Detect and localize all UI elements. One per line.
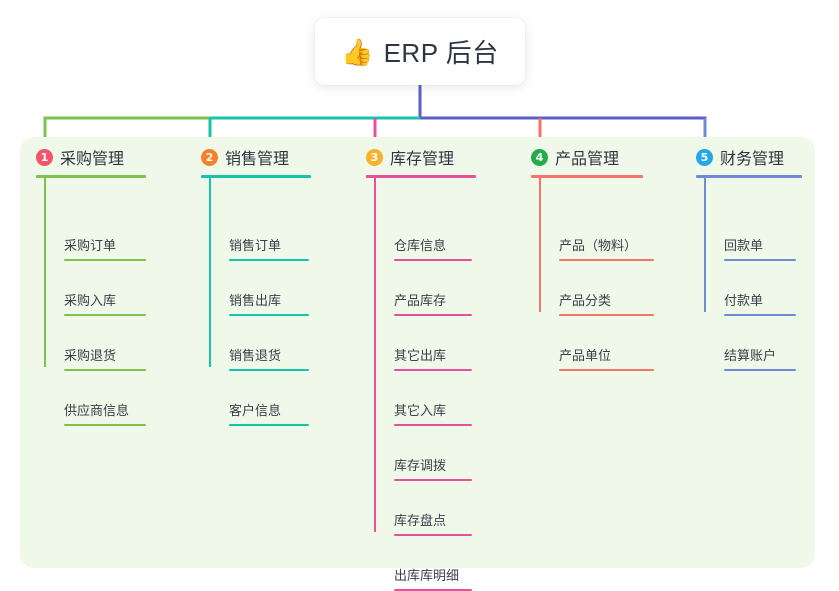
branch-item[interactable]: 回款单: [724, 238, 796, 261]
branch-item-label: 产品分类: [559, 293, 612, 308]
branch-item-label: 销售出库: [229, 293, 282, 308]
root-node-title: ERP 后台: [383, 38, 499, 68]
branch-item[interactable]: 销售退货: [229, 348, 309, 371]
branch-item-label: 出库库明细: [394, 568, 460, 583]
branch-item-label: 库存盘点: [394, 513, 447, 528]
branch-item-underline: [229, 424, 309, 426]
branch-item-label: 仓库信息: [394, 238, 447, 253]
branch-item-underline: [394, 479, 472, 481]
branch-title: 销售管理: [225, 151, 290, 168]
branch-item-underline: [394, 369, 472, 371]
branch-underline: [36, 175, 146, 178]
branch-spine: [44, 178, 46, 367]
branch-title: 产品管理: [555, 151, 620, 168]
branch-item[interactable]: 销售订单: [229, 238, 309, 261]
branch-header[interactable]: 5 财务管理: [696, 146, 802, 168]
branch-column-产品管理: 4 产品管理产品（物料） 产品分类产品单位: [531, 146, 654, 371]
branch-item[interactable]: 其它入库: [394, 403, 472, 426]
branch-item-label: 供应商信息: [64, 403, 130, 418]
branch-item-label: 库存调拨: [394, 458, 447, 473]
branch-item[interactable]: 仓库信息: [394, 238, 472, 261]
branch-underline: [696, 175, 802, 178]
branch-header[interactable]: 3 库存管理: [366, 146, 476, 168]
root-node-card[interactable]: 👍 ERP 后台: [315, 18, 525, 85]
branch-spine: [209, 178, 211, 367]
branch-item-underline: [64, 259, 146, 261]
branch-item-label: 采购入库: [64, 293, 117, 308]
branch-item-underline: [394, 259, 472, 261]
branch-item-label: 付款单: [724, 293, 764, 308]
branch-underline: [201, 175, 311, 178]
branch-item[interactable]: 产品单位: [559, 348, 654, 371]
branch-item-underline: [559, 314, 654, 316]
branch-header[interactable]: 4 产品管理: [531, 146, 643, 168]
branch-number-badge: 5: [696, 148, 713, 166]
branch-underline: [366, 175, 476, 178]
branch-item[interactable]: 结算账户: [724, 348, 796, 371]
branch-item-underline: [559, 369, 654, 371]
branch-item[interactable]: 采购入库: [64, 293, 146, 316]
branches-panel: [20, 137, 815, 568]
branch-item[interactable]: 付款单: [724, 293, 796, 316]
branch-item[interactable]: 库存调拨: [394, 458, 472, 481]
branch-item-underline: [229, 259, 309, 261]
branch-item-label: 客户信息: [229, 403, 282, 418]
branch-spine: [539, 178, 541, 312]
branch-number-badge: 2: [201, 148, 218, 166]
branch-item-underline: [559, 259, 654, 261]
branch-spine: [704, 178, 706, 312]
branch-number-badge: 3: [366, 148, 383, 166]
branch-column-采购管理: 1 采购管理采购订单采购入库采购退货供应商信息: [36, 146, 146, 426]
branch-header[interactable]: 2 销售管理: [201, 146, 311, 168]
branch-title: 财务管理: [720, 151, 785, 168]
branch-item-underline: [394, 424, 472, 426]
branch-item[interactable]: 产品库存: [394, 293, 472, 316]
branch-item-label: 产品库存: [394, 293, 447, 308]
branch-item-label: 采购订单: [64, 238, 117, 253]
branch-item[interactable]: 其它出库: [394, 348, 472, 371]
branch-item[interactable]: 采购退货: [64, 348, 146, 371]
thumbs-up-icon: 👍: [341, 37, 374, 68]
branch-item[interactable]: 产品分类: [559, 293, 654, 316]
branch-item-label: 结算账户: [724, 348, 777, 363]
branch-underline: [531, 175, 643, 178]
branch-item-label: 其它出库: [394, 348, 447, 363]
branch-item-underline: [394, 314, 472, 316]
branch-item[interactable]: 供应商信息: [64, 403, 146, 426]
branch-item-underline: [724, 314, 796, 316]
branch-item-label: 销售订单: [229, 238, 282, 253]
branch-item[interactable]: 客户信息: [229, 403, 309, 426]
branch-title: 采购管理: [60, 151, 125, 168]
branch-column-财务管理: 5 财务管理回款单付款单结算账户: [696, 146, 802, 371]
branch-item-underline: [724, 259, 796, 261]
branch-number-badge: 4: [531, 148, 548, 166]
branch-item[interactable]: 产品（物料）: [559, 238, 654, 261]
branch-item-label: 采购退货: [64, 348, 117, 363]
branch-item[interactable]: 销售出库: [229, 293, 309, 316]
branch-item-underline: [229, 314, 309, 316]
branch-item-underline: [64, 369, 146, 371]
branch-item-label: 产品单位: [559, 348, 612, 363]
branch-column-库存管理: 3 库存管理仓库信息产品库存其它出库其它入库库存调拨库存盘点出库库明细: [366, 146, 476, 591]
branch-item-underline: [724, 369, 796, 371]
branch-spine: [374, 178, 376, 532]
branch-item-label: 产品（物料）: [559, 238, 638, 253]
branch-item-label: 其它入库: [394, 403, 447, 418]
branch-item-underline: [64, 424, 146, 426]
branch-title: 库存管理: [390, 151, 455, 168]
branch-item-underline: [64, 314, 146, 316]
branch-item-label: 回款单: [724, 238, 764, 253]
branch-item-underline: [229, 369, 309, 371]
branch-header[interactable]: 1 采购管理: [36, 146, 146, 168]
branch-item[interactable]: 库存盘点: [394, 513, 472, 536]
branch-column-销售管理: 2 销售管理销售订单销售出库销售退货客户信息: [201, 146, 311, 426]
branch-number-badge: 1: [36, 148, 53, 166]
branch-item[interactable]: 采购订单: [64, 238, 146, 261]
branch-item-underline: [394, 534, 472, 536]
branch-item-label: 销售退货: [229, 348, 282, 363]
